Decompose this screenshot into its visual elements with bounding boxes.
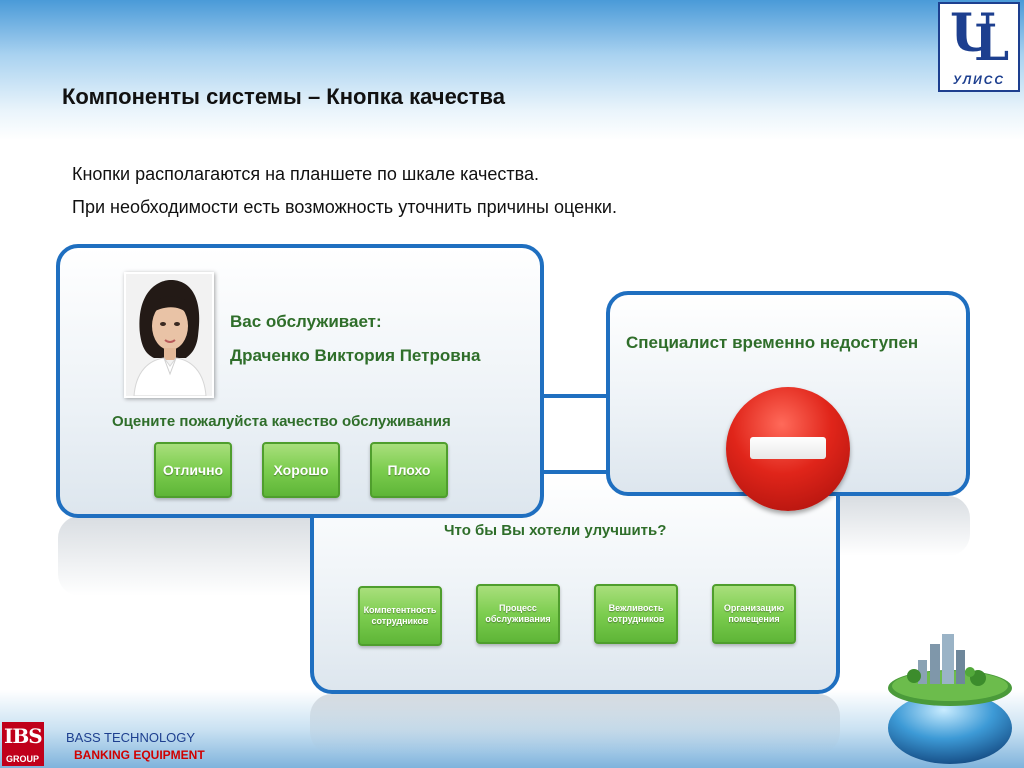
employee-name: Драченко Виктория Петровна [230,346,481,365]
improve-panel: Что бы Вы хотели улучшить? Компетентност… [310,470,840,694]
served-by-label: Вас обслуживает: [230,312,382,331]
improve-panel-reflection [310,694,840,754]
ibs-group-logo: IBS GROUP [2,722,44,766]
no-entry-icon [726,387,850,511]
rating-prompt: Оцените пожалуйста качество обслуживания [112,413,451,430]
option-premises-label: Организацию помещения [723,603,785,624]
intro-line-1: Кнопки располагаются на планшете по шкал… [72,164,540,184]
rating-good-label: Хорошо [273,462,329,478]
logo-name: УЛИСС [952,73,1006,87]
option-competence-button[interactable]: Компетентность сотрудников [358,586,442,646]
logo-letter-l: L [974,13,1010,72]
improve-prompt: Что бы Вы хотели улучшить? [444,522,667,539]
ibs-logo-text: IBS [4,724,43,748]
option-process-button[interactable]: Процесс обслуживания [476,584,560,644]
footer-bass-technology: BASS TECHNOLOGY [66,730,196,745]
slide-title: Компоненты системы – Кнопка качества [62,84,505,109]
panel-connector [540,394,610,398]
rating-good-button[interactable]: Хорошо [262,442,340,498]
unavailable-message: Специалист временно недоступен [626,333,919,352]
unavailable-panel: Специалист временно недоступен [606,291,970,511]
option-competence-label: Компетентность сотрудников [363,605,437,626]
ibs-group-text: GROUP [6,754,40,764]
rating-excellent-label: Отлично [162,462,224,478]
rating-panel: Вас обслуживает: Драченко Виктория Петро… [56,244,544,518]
option-politeness-label: Вежливость сотрудников [607,603,665,624]
no-entry-bar [750,437,826,459]
intro-line-2: При необходимости есть возможность уточн… [72,197,617,217]
city-globe-icon [888,634,1012,764]
intro-text: Кнопки располагаются на планшете по шкал… [72,158,617,224]
option-process-label: Процесс обслуживания [485,603,551,624]
employee-portrait-icon [126,274,212,396]
option-premises-button[interactable]: Организацию помещения [712,584,796,644]
rating-bad-button[interactable]: Плохо [370,442,448,498]
ulyss-logo: U L УЛИСС [938,2,1020,92]
footer-banking-equipment: BANKING EQUIPMENT [74,748,205,762]
employee-photo [124,272,214,398]
logo-letter-u: U [950,3,996,64]
rating-excellent-button[interactable]: Отлично [154,442,232,498]
option-politeness-button[interactable]: Вежливость сотрудников [594,584,678,644]
rating-bad-label: Плохо [387,462,431,478]
